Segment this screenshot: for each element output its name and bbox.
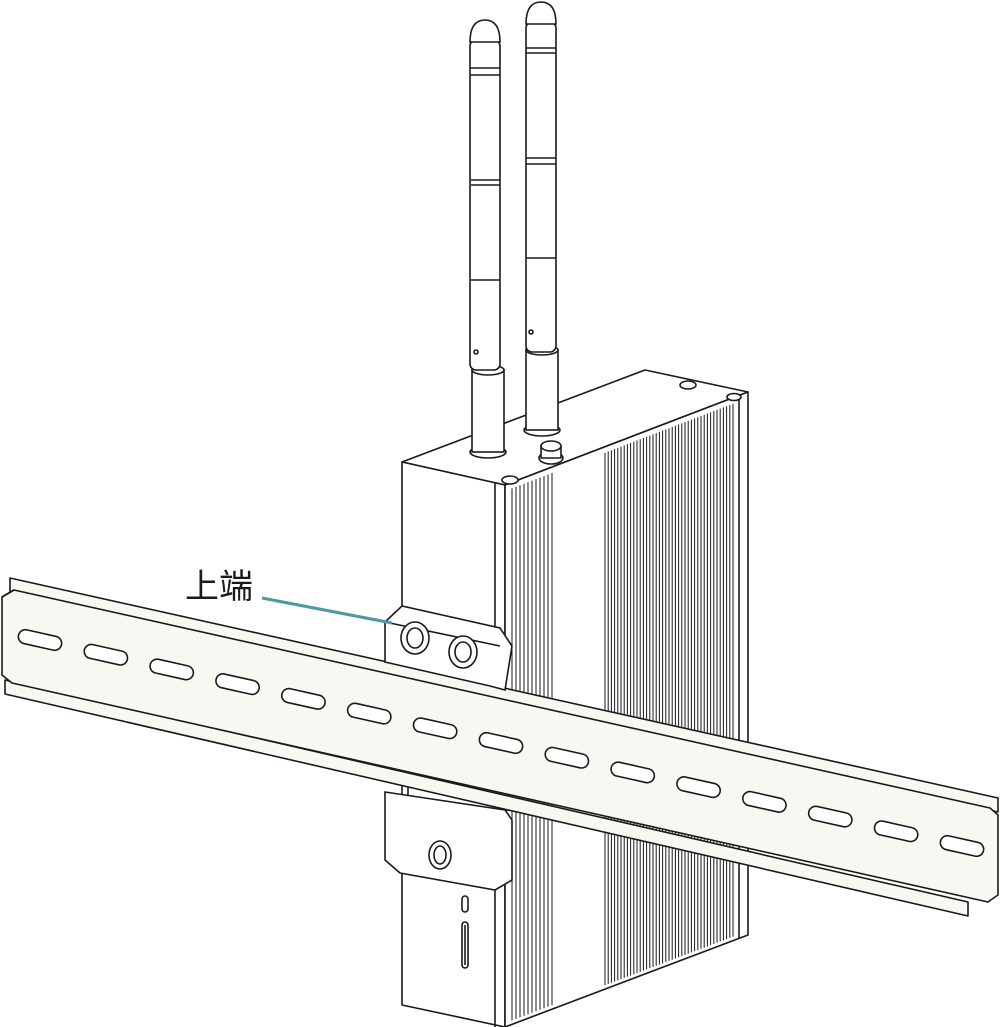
top-knob-cap [540, 440, 562, 452]
top-end-label: 上端 [185, 567, 253, 607]
rail-slot [741, 790, 787, 813]
rail-slot [610, 761, 656, 784]
antenna-left [469, 19, 507, 459]
heatsink-fins [511, 403, 734, 1021]
rail-slot [412, 717, 458, 740]
rail-slot [939, 834, 985, 858]
screw-icon [679, 380, 697, 390]
rail-slot [807, 805, 853, 828]
rail-slot [478, 731, 524, 755]
screw-icon [501, 475, 519, 485]
rail-slot [215, 673, 261, 696]
rail-slot [544, 746, 590, 769]
rail-slot [17, 628, 63, 652]
top-end-callout: 上端 [185, 567, 393, 625]
rail-slot [676, 776, 722, 799]
screw-icon [726, 392, 742, 402]
rail-slots [17, 628, 985, 858]
upper-clip [384, 605, 513, 692]
rail-slot [873, 820, 919, 843]
rail-slot [149, 658, 195, 681]
antenna-right [523, 1, 561, 437]
callout-leader-line [261, 596, 393, 625]
rail-slot [83, 643, 129, 666]
rail-slot [280, 687, 326, 710]
din-rail-back-flange [9, 577, 999, 813]
rail-slot [346, 702, 392, 725]
din-rail-bottom-flange [4, 679, 969, 917]
